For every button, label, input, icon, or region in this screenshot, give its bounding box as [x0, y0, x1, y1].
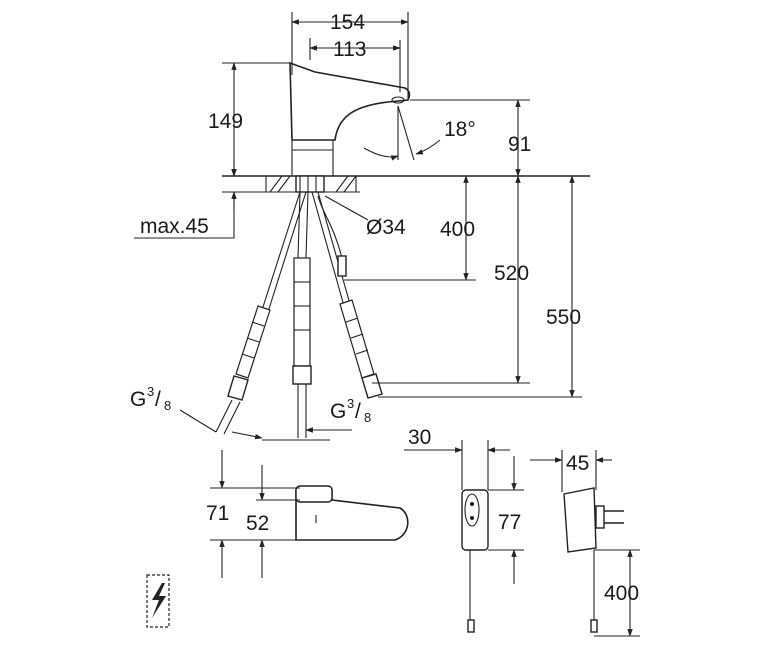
dim-52-label: 52 — [246, 512, 269, 535]
faucet-body — [289, 61, 411, 177]
dim-71-label: 71 — [206, 502, 229, 525]
dim-dia34-label: Ø34 — [366, 216, 406, 239]
thread-label-right: G 3 / 8 — [305, 396, 371, 433]
spout-side-view — [295, 485, 409, 541]
thread-right-denominator: 8 — [364, 410, 371, 425]
dim-520-label: 520 — [494, 262, 529, 285]
dimension-18deg: 18° — [363, 105, 476, 161]
dim-149-label: 149 — [208, 110, 243, 133]
dim-91-label: 91 — [508, 133, 531, 156]
dim-154-label: 154 — [330, 11, 365, 34]
dim-18deg-label: 18° — [444, 118, 476, 141]
countertop — [222, 175, 590, 193]
dimension-dia34: Ø34 — [324, 195, 406, 239]
dimension-45: 45 — [530, 450, 612, 492]
dim-77-label: 77 — [498, 511, 521, 534]
dim-400-upper-label: 400 — [440, 218, 475, 241]
thread-right-base: G — [330, 400, 346, 423]
dimension-max45: max.45 — [134, 160, 237, 239]
dim-45-label: 45 — [566, 452, 589, 475]
dimension-91: 91 — [410, 99, 531, 177]
dimension-520: 520 — [372, 175, 530, 384]
power-adapter-icon — [563, 487, 624, 633]
electrical-hazard-icon — [146, 574, 170, 628]
supply-hoses — [215, 191, 383, 438]
dimension-71: 71 — [206, 450, 300, 578]
thread-left-denominator: 8 — [164, 398, 171, 413]
thread-left-numerator: 3 — [147, 384, 154, 399]
dimension-52: 52 — [246, 465, 300, 578]
dimension-77: 77 — [488, 456, 524, 584]
thread-left-slash: / — [155, 388, 161, 411]
dim-400-lower-label: 400 — [604, 582, 639, 605]
thread-left-base: G — [130, 388, 146, 411]
dimension-400-lower: 400 — [594, 549, 640, 637]
dim-30-label: 30 — [408, 426, 431, 449]
thread-right-numerator: 3 — [347, 396, 354, 411]
dimension-30: 30 — [404, 426, 510, 490]
dim-max45-label: max.45 — [140, 215, 209, 238]
dimension-550: 550 — [378, 175, 582, 398]
dimension-113: 113 — [309, 38, 401, 92]
control-box-icon — [461, 489, 489, 633]
dim-113-label: 113 — [333, 38, 366, 61]
dim-550-label: 550 — [546, 306, 581, 329]
dimension-400-upper: 400 — [344, 175, 476, 281]
thread-label-left: G 3 / 8 — [130, 384, 330, 441]
dimension-149: 149 — [208, 62, 290, 177]
thread-right-slash: / — [355, 400, 361, 423]
